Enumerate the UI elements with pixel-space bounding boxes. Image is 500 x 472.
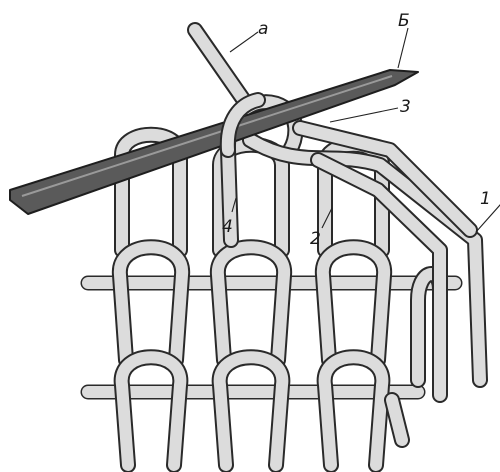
stitch-loop-low-1 bbox=[113, 349, 189, 472]
annotations: а Б 3 1 2 4 bbox=[222, 11, 500, 249]
stitch-loop-mid-1 bbox=[111, 239, 191, 368]
horizontal-strands bbox=[80, 275, 463, 400]
stitch-loop-low-2 bbox=[211, 349, 291, 472]
stitch-loop-mid-3 bbox=[314, 239, 393, 368]
label-2: 2 bbox=[310, 229, 321, 249]
stitch-loop-mid-2 bbox=[209, 239, 293, 368]
new-loop-front bbox=[219, 92, 266, 158]
label-1: 1 bbox=[480, 189, 491, 209]
leader-2 bbox=[321, 207, 333, 229]
leader-b bbox=[397, 27, 409, 69]
label-3: 3 bbox=[400, 97, 411, 117]
knitting-needle bbox=[9, 69, 419, 215]
leader-a bbox=[229, 31, 259, 53]
leader-4 bbox=[231, 197, 237, 213]
leader-3 bbox=[329, 107, 399, 123]
label-b: Б bbox=[398, 11, 410, 31]
stitch-loop-low-3 bbox=[316, 349, 391, 472]
label-4: 4 bbox=[222, 217, 233, 237]
working-yarn bbox=[242, 120, 488, 448]
label-a: а bbox=[258, 19, 268, 39]
leader-1 bbox=[475, 204, 500, 233]
